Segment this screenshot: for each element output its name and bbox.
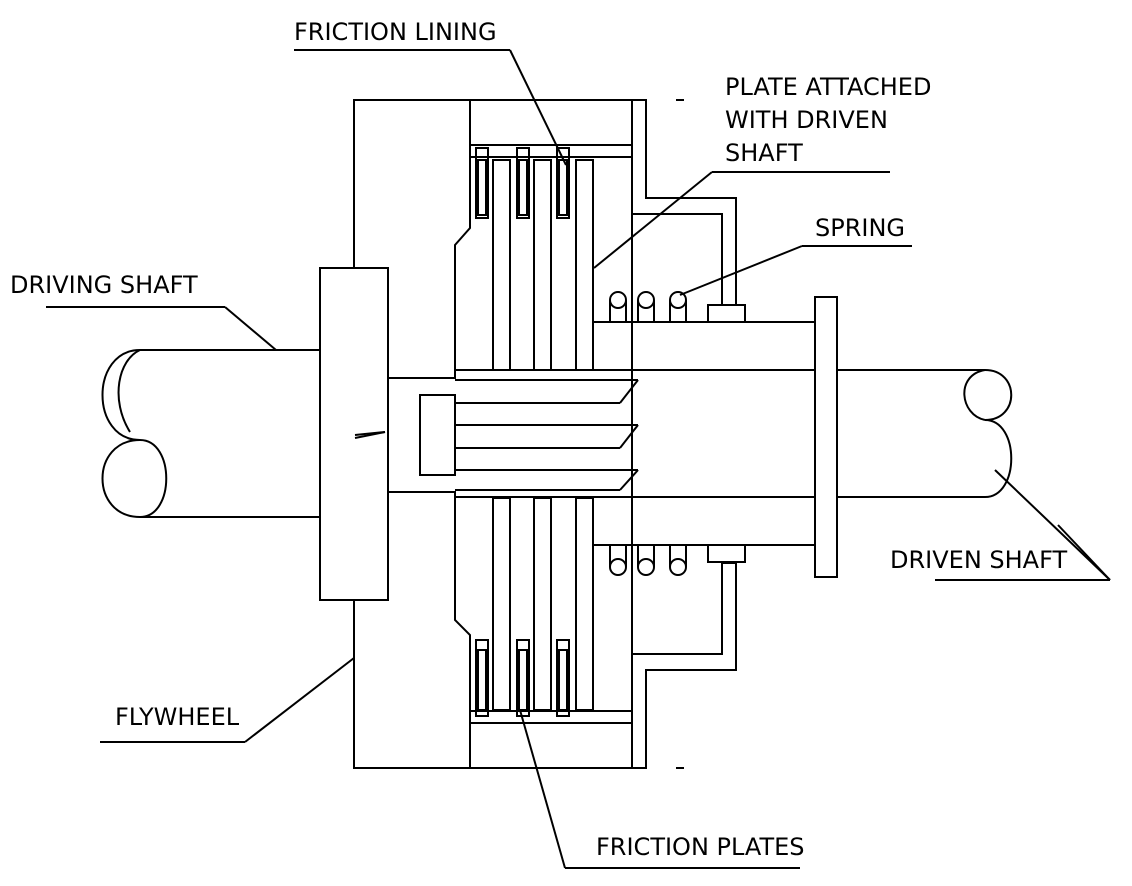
label-plate-attached-line3: SHAFT	[725, 139, 803, 167]
label-friction-lining: FRICTION LINING	[294, 18, 497, 46]
label-plate-attached-line1: PLATE ATTACHED	[725, 73, 931, 101]
spring-lower	[609, 544, 746, 576]
driven-shaft-flange	[814, 296, 838, 578]
friction-plates-lower	[475, 497, 594, 717]
shaft-splines	[388, 377, 639, 491]
label-spring: SPRING	[815, 214, 905, 242]
label-driving-shaft: DRIVING SHAFT	[10, 271, 198, 299]
label-flywheel: FLYWHEEL	[115, 703, 240, 731]
label-plate-attached-line2: WITH DRIVEN	[725, 106, 888, 134]
driven-shaft	[455, 321, 1013, 546]
driving-shaft	[101, 349, 320, 518]
spring-upper	[609, 291, 746, 323]
label-driven-shaft: DRIVEN SHAFT	[890, 546, 1067, 574]
leader-lines	[46, 49, 1111, 869]
friction-plates-upper	[475, 147, 594, 371]
label-friction-plates: FRICTION PLATES	[596, 833, 805, 861]
